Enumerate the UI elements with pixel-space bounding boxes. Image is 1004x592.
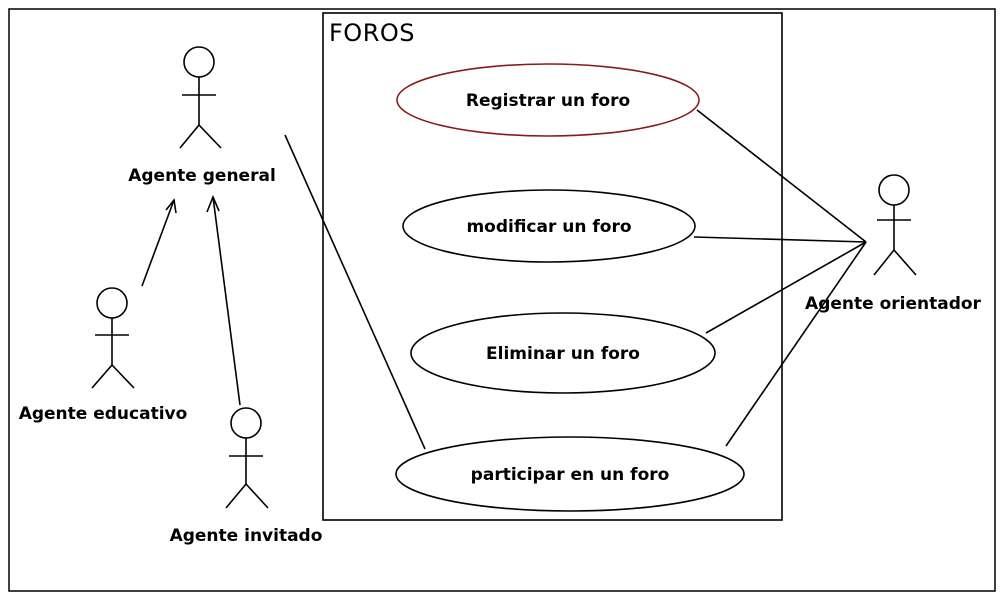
generalization-educativo-general (141, 198, 177, 287)
actor-general-label: Agente general (128, 166, 276, 186)
use-case-eliminar-label: Eliminar un foro (486, 344, 640, 364)
actor-educativo[interactable]: Agente educativo (19, 287, 188, 424)
system-title: FOROS (329, 19, 415, 47)
use-case-modificar-label: modificar un foro (466, 217, 631, 237)
actor-educativo-icon (91, 287, 135, 389)
association-orientador-participar (725, 241, 867, 447)
use-case-registrar[interactable]: Registrar un foro (396, 63, 700, 137)
actor-orientador-icon (873, 174, 917, 276)
use-case-eliminar[interactable]: Eliminar un foro (410, 312, 716, 394)
actor-general-icon (179, 46, 222, 149)
actor-orientador[interactable]: Agente orientador (805, 174, 982, 314)
use-case-participar[interactable]: participar en un foro (395, 436, 745, 512)
use-case-registrar-ellipse (396, 63, 700, 137)
use-case-eliminar-ellipse (410, 312, 716, 394)
generalization-invitado-general (206, 194, 241, 406)
association-general-participar (284, 134, 426, 450)
association-orientador-eliminar (705, 241, 867, 334)
actor-invitado[interactable]: Agente invitado (170, 407, 323, 546)
association-orientador-registrar (696, 109, 867, 243)
use-case-modificar-ellipse (402, 189, 696, 263)
use-case-registrar-label: Registrar un foro (466, 91, 630, 111)
actor-invitado-icon (225, 407, 269, 509)
association-orientador-modificar (693, 236, 867, 243)
system-boundary (322, 12, 783, 521)
use-case-participar-ellipse (395, 436, 745, 512)
actor-educativo-label: Agente educativo (19, 404, 188, 424)
actor-orientador-label: Agente orientador (805, 294, 982, 314)
use-case-participar-label: participar en un foro (471, 465, 670, 485)
use-case-modificar[interactable]: modificar un foro (402, 189, 696, 263)
actor-general[interactable]: Agente general (128, 46, 276, 186)
actor-invitado-label: Agente invitado (170, 526, 323, 546)
